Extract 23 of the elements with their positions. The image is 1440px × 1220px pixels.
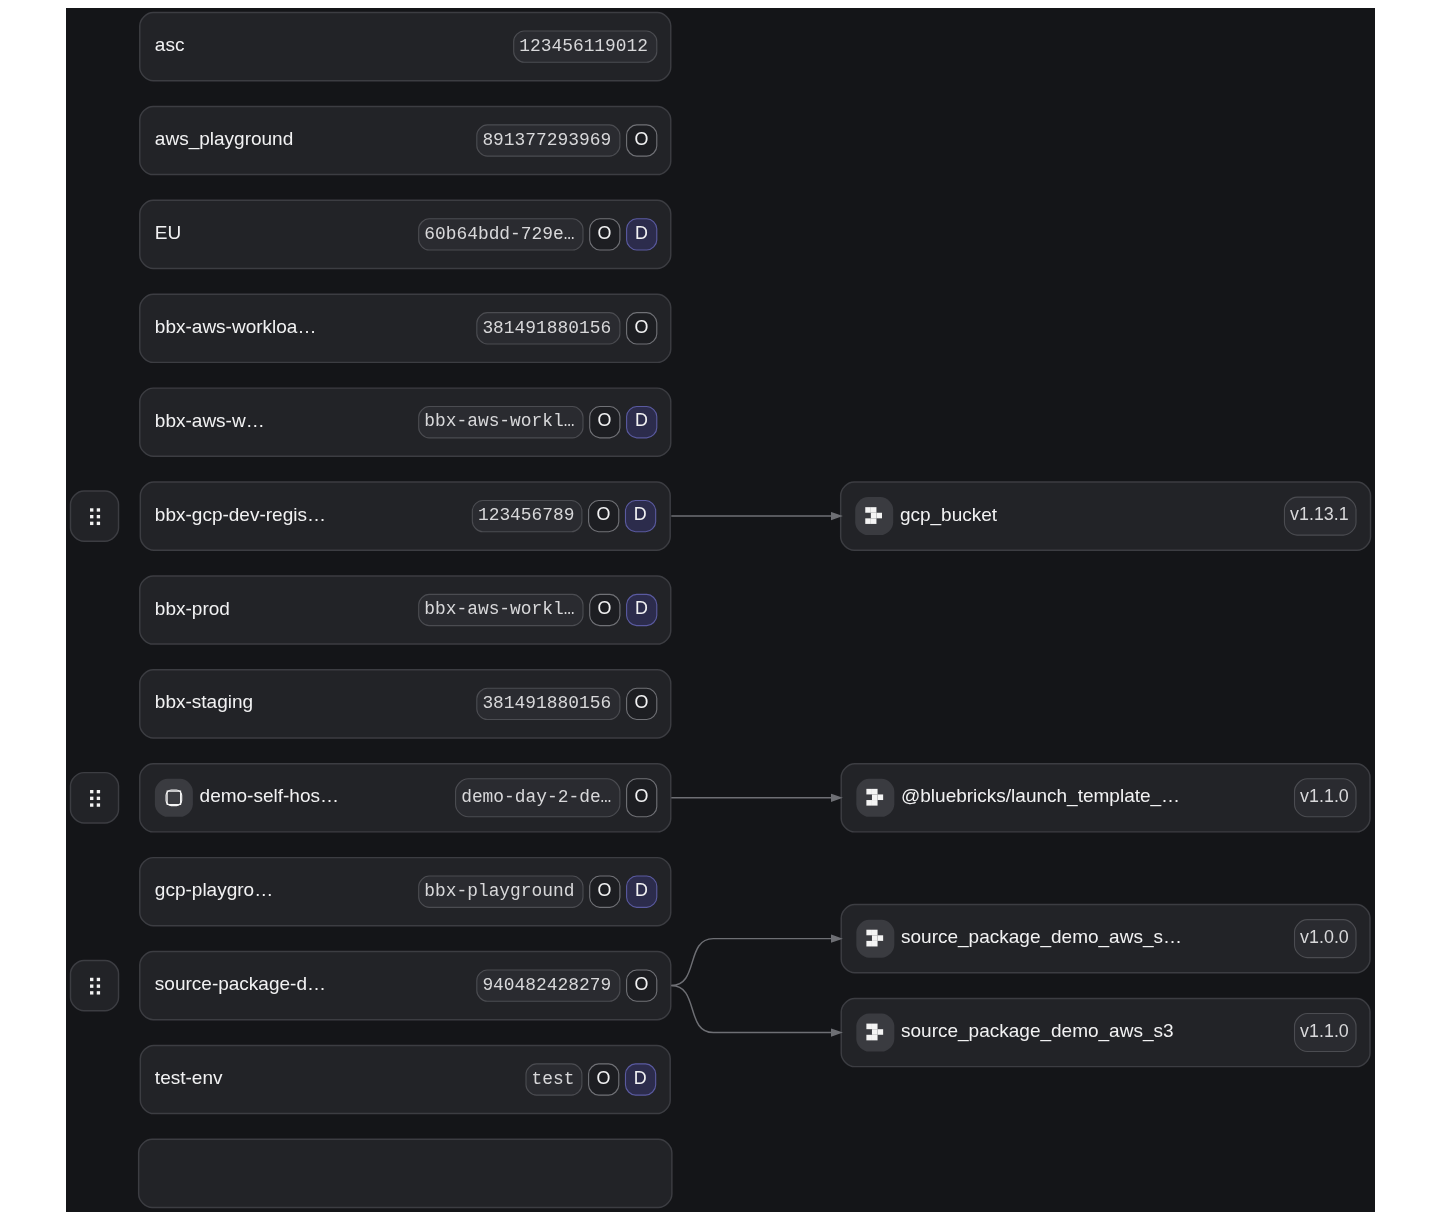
node-box: demo-self-hos… demo-day-2-de… O bbox=[138, 762, 671, 833]
arrow bbox=[670, 984, 843, 1037]
node-box: bbx-gcp-dev-regis… 123456789 O D bbox=[139, 481, 671, 551]
arrow bbox=[670, 511, 843, 521]
node-box: @bluebricks/launch_template_… v1.1.0 bbox=[840, 762, 1371, 833]
node-box: source-package-d… 940482428279 O bbox=[138, 950, 671, 1021]
node-box bbox=[69, 959, 119, 1012]
arrow bbox=[670, 793, 843, 802]
node-box: source_package_demo_aws_s3 v1.1.0 bbox=[840, 997, 1371, 1068]
node-box: test-env test O D bbox=[139, 1044, 671, 1115]
node-box: asc 123456119012 bbox=[138, 11, 671, 82]
node-box bbox=[69, 771, 119, 824]
node-box: EU 60b64bdd-729e… O D bbox=[138, 199, 671, 270]
node-box: gcp-playgro… bbx-playground O D bbox=[138, 856, 671, 927]
node-box: gcp_bucket v1.13.1 bbox=[839, 481, 1371, 551]
node-box: bbx-staging 381491880156 O bbox=[138, 669, 671, 739]
node-box bbox=[137, 1138, 673, 1209]
node-box: bbx-prod bbx-aws-workl… O D bbox=[138, 575, 671, 645]
node-box: bbx-aws-w… bbx-aws-workl… O D bbox=[138, 387, 671, 458]
node-box: bbx-aws-workloa… 381491880156 O bbox=[138, 293, 671, 364]
node-box bbox=[69, 490, 119, 542]
node-box: aws_playground 891377293969 O bbox=[138, 105, 671, 176]
node-box: source_package_demo_aws_s… v1.0.0 bbox=[840, 903, 1371, 974]
